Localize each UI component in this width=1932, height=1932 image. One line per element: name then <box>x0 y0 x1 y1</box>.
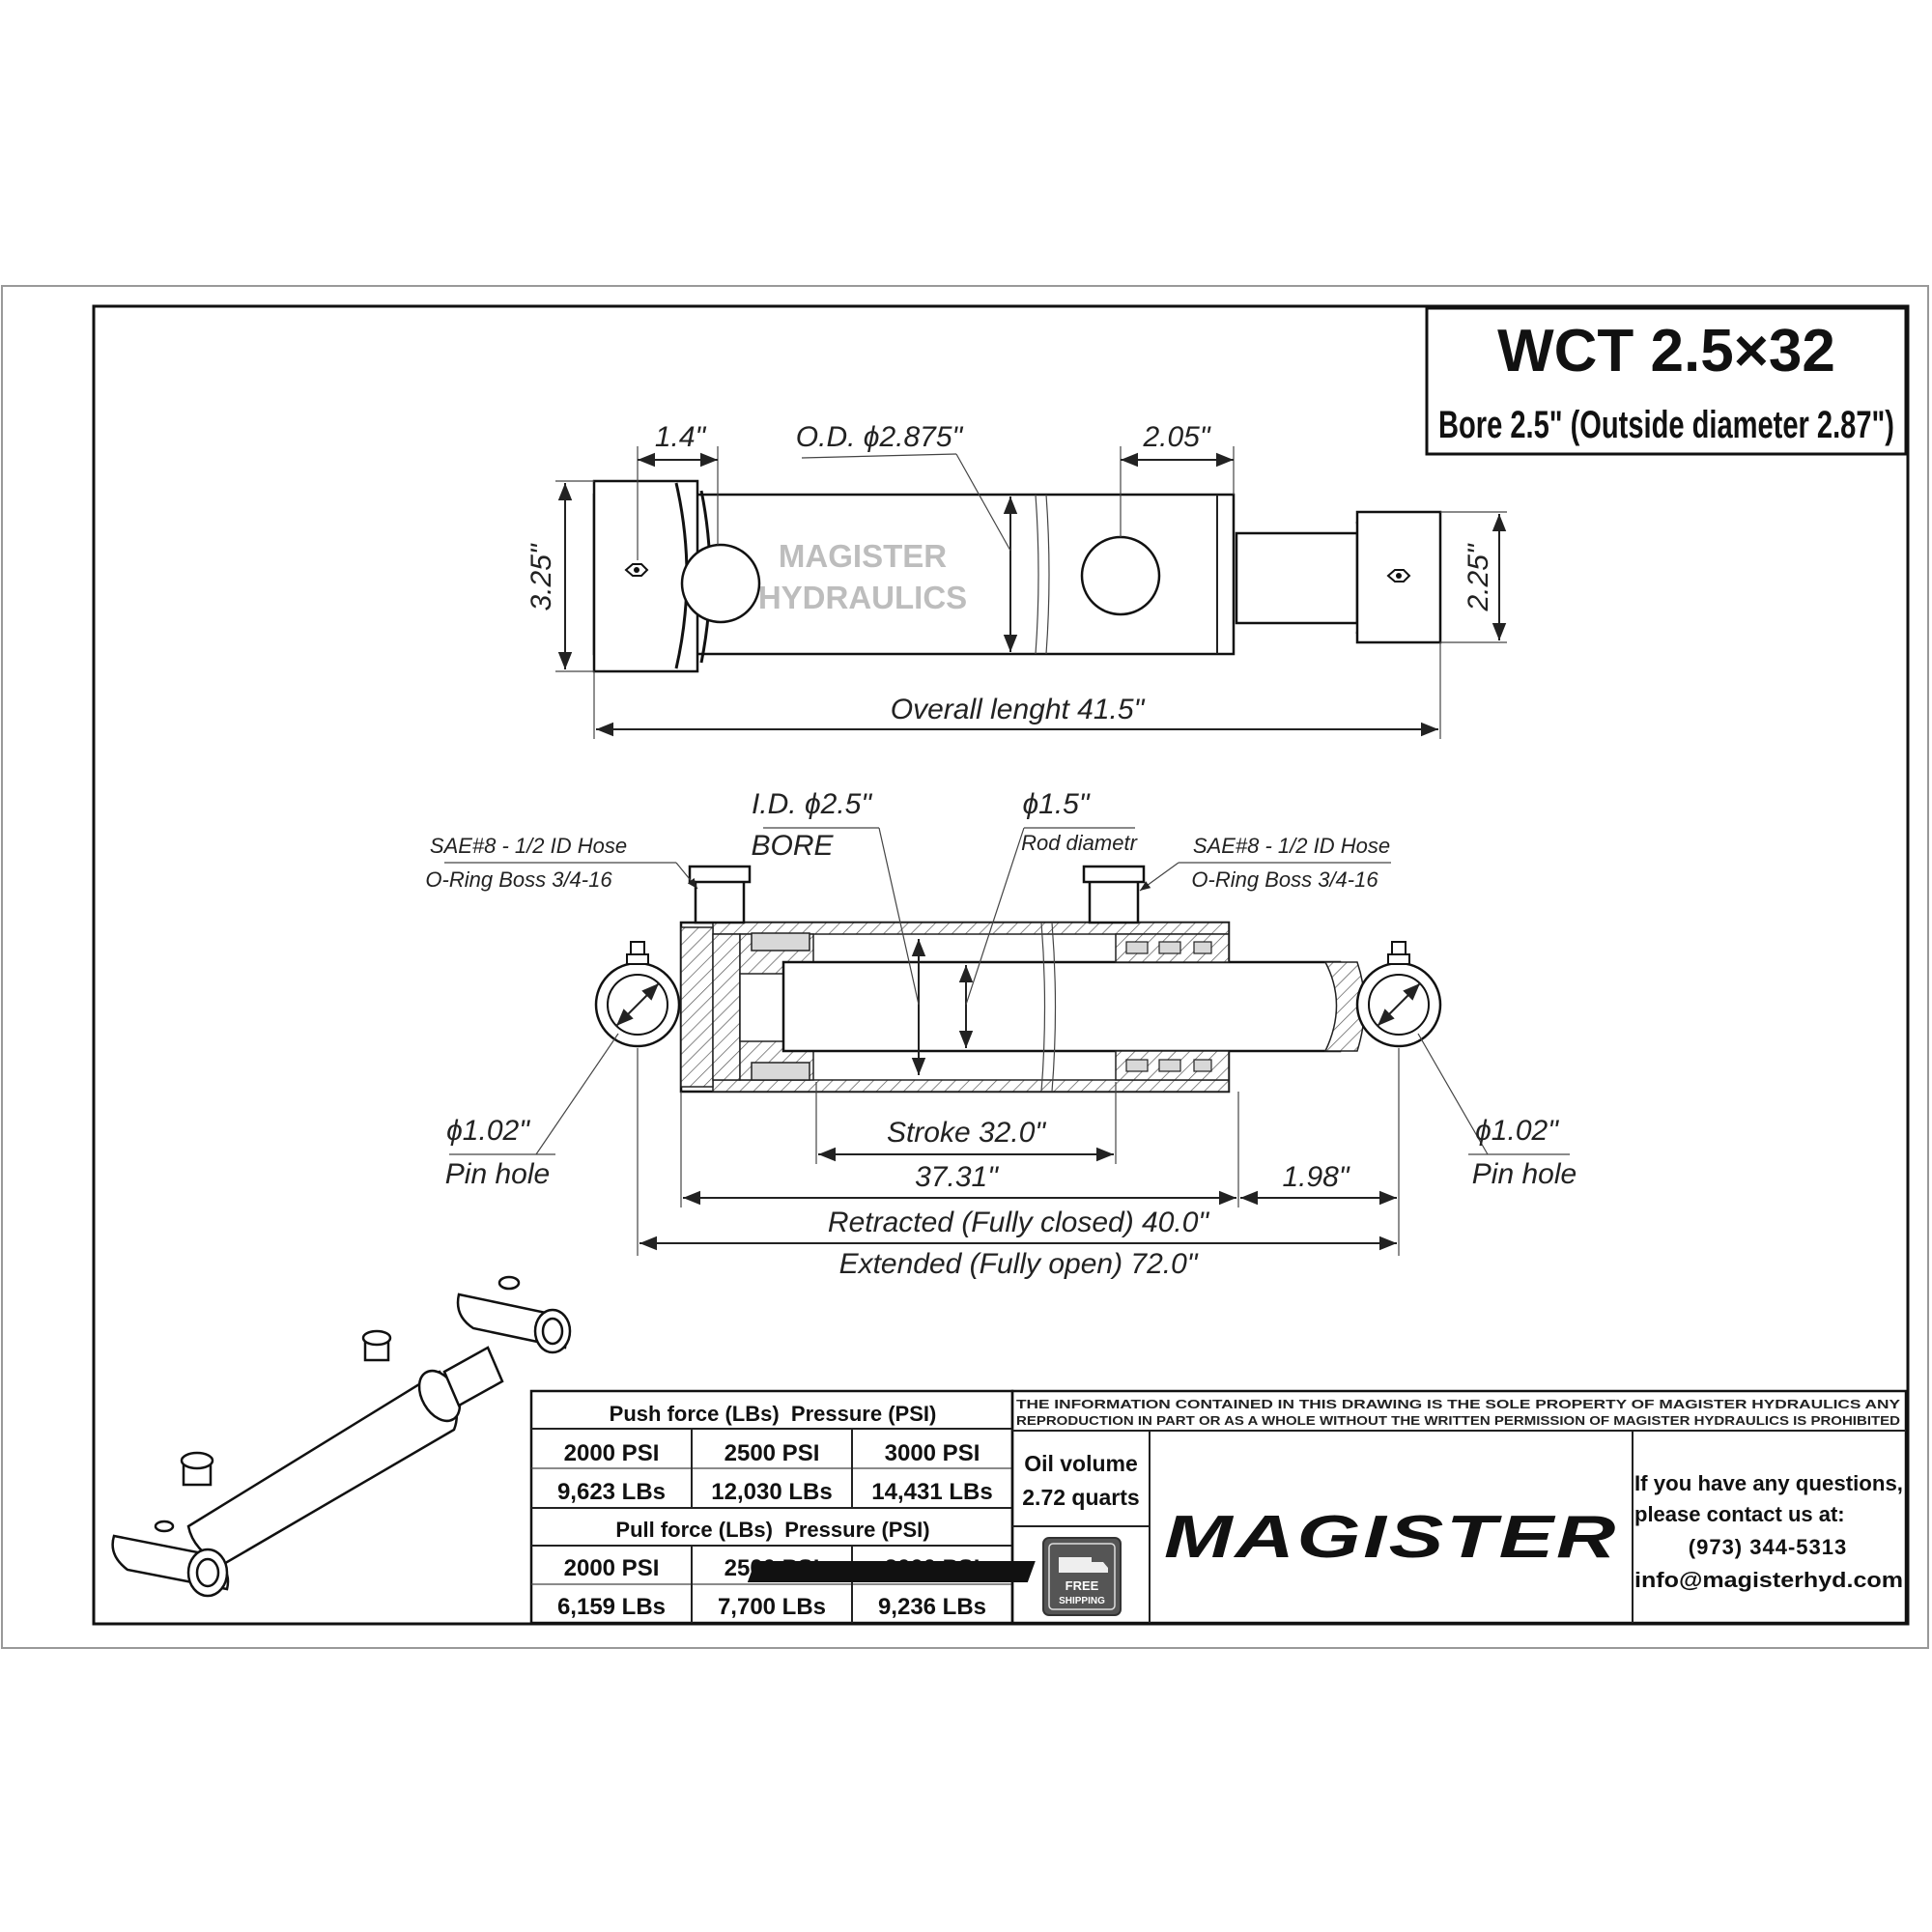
push-value-2: 12,030 LBs <box>711 1479 832 1505</box>
pull-value-2: 7,700 LBs <box>718 1594 826 1620</box>
rod-desc-label: Rod diametr <box>1021 831 1139 855</box>
push-pressure-1: 2000 PSI <box>564 1440 660 1466</box>
rod-dia-label: ϕ1.5" <box>1022 788 1090 820</box>
push-pressure-3: 3000 PSI <box>885 1440 980 1466</box>
contact-line1: If you have any questions, <box>1634 1471 1903 1495</box>
model-title: WCT 2.5×32 <box>1497 318 1835 384</box>
pin-left-dia: ϕ1.02" <box>446 1115 530 1147</box>
contact-line2: please contact us at: <box>1634 1502 1845 1526</box>
pull-pressure-1: 2000 PSI <box>564 1555 660 1581</box>
dim-37-31: 37.31" <box>915 1161 999 1193</box>
oil-volume-label: Oil volume <box>1024 1451 1138 1476</box>
pin-right-dia: ϕ1.02" <box>1475 1115 1559 1147</box>
isometric-cylinder-sketch <box>111 1275 572 1598</box>
port-right-line1: SAE#8 - 1/2 ID Hose <box>1193 834 1390 858</box>
free-shipping-badge: FREE SHIPPING <box>1042 1537 1122 1616</box>
bore-subtitle: Bore 2.5" (Outside diameter 2.87") <box>1438 404 1894 446</box>
section-view: I.D. ϕ2.5" BORE ϕ1.5" Rod diametr SAE#8 … <box>425 788 1577 1280</box>
push-value-1: 9,623 LBs <box>557 1479 666 1505</box>
dim-stroke: Stroke 32.0" <box>887 1117 1046 1149</box>
info-block: THE INFORMATION CONTAINED IN THIS DRAWIN… <box>747 1389 1908 1625</box>
dim-1-98: 1.98" <box>1282 1161 1350 1193</box>
dim-retracted: Retracted (Fully closed) 40.0" <box>828 1207 1209 1238</box>
bore-label: BORE <box>751 830 834 862</box>
dim-1-4: 1.4" <box>655 421 707 453</box>
port-left-line2: O-Ring Boss 3/4-16 <box>425 867 612 892</box>
dim-2-05: 2.05" <box>1142 421 1210 453</box>
dim-od: O.D. ϕ2.875" <box>796 421 964 453</box>
pull-header: Pull force (LBs) Pressure (PSI) <box>615 1518 929 1542</box>
pull-value-3: 9,236 LBs <box>878 1594 986 1620</box>
dim-extended: Extended (Fully open) 72.0" <box>839 1248 1199 1280</box>
dim-3-25: 3.25" <box>526 543 557 611</box>
outer-frame <box>1 285 1929 1649</box>
pin-right-label: Pin hole <box>1472 1158 1577 1190</box>
title-block: WCT 2.5×32 Bore 2.5" (Outside diameter 2… <box>1425 306 1908 456</box>
notice-line1: THE INFORMATION CONTAINED IN THIS DRAWIN… <box>1016 1397 1900 1411</box>
top-view: MAGISTER HYDRAULICS 1.4" O.D. ϕ2.875" 2.… <box>526 421 1507 739</box>
dim-2-25: 2.25" <box>1463 543 1494 611</box>
push-value-3: 14,431 LBs <box>871 1479 992 1505</box>
watermark-line2: HYDRAULICS <box>758 580 967 615</box>
contact-phone: (973) 344-5313 <box>1689 1535 1847 1559</box>
port-right-line2: O-Ring Boss 3/4-16 <box>1191 867 1378 892</box>
contact-email: info@magisterhyd.com <box>1634 1568 1903 1592</box>
pull-value-1: 6,159 LBs <box>557 1594 666 1620</box>
svg-text:HYDRAULICS: HYDRAULICS <box>1395 1563 1531 1581</box>
notice-line2: REPRODUCTION IN PART OR AS A WHOLE WITHO… <box>1016 1413 1900 1428</box>
svg-text:MAGISTER: MAGISTER <box>1164 1504 1618 1571</box>
truck-icon <box>1059 1557 1108 1573</box>
badge-line2: SHIPPING <box>1059 1596 1105 1606</box>
badge-line1: FREE <box>1065 1578 1099 1593</box>
oil-volume-value: 2.72 quarts <box>1022 1485 1139 1510</box>
push-pressure-2: 2500 PSI <box>724 1440 820 1466</box>
pin-left-label: Pin hole <box>445 1158 550 1190</box>
force-table: Push force (LBs) Pressure (PSI) 2000 PSI… <box>529 1389 1014 1625</box>
watermark-line1: MAGISTER <box>779 538 947 574</box>
dim-overall: Overall lenght 41.5" <box>891 694 1146 725</box>
magister-logo: MAGISTER HYDRAULICS <box>747 1504 1618 1582</box>
push-header: Push force (LBs) Pressure (PSI) <box>610 1402 937 1426</box>
port-left-line1: SAE#8 - 1/2 ID Hose <box>430 834 627 858</box>
id-label: I.D. ϕ2.5" <box>752 788 872 820</box>
